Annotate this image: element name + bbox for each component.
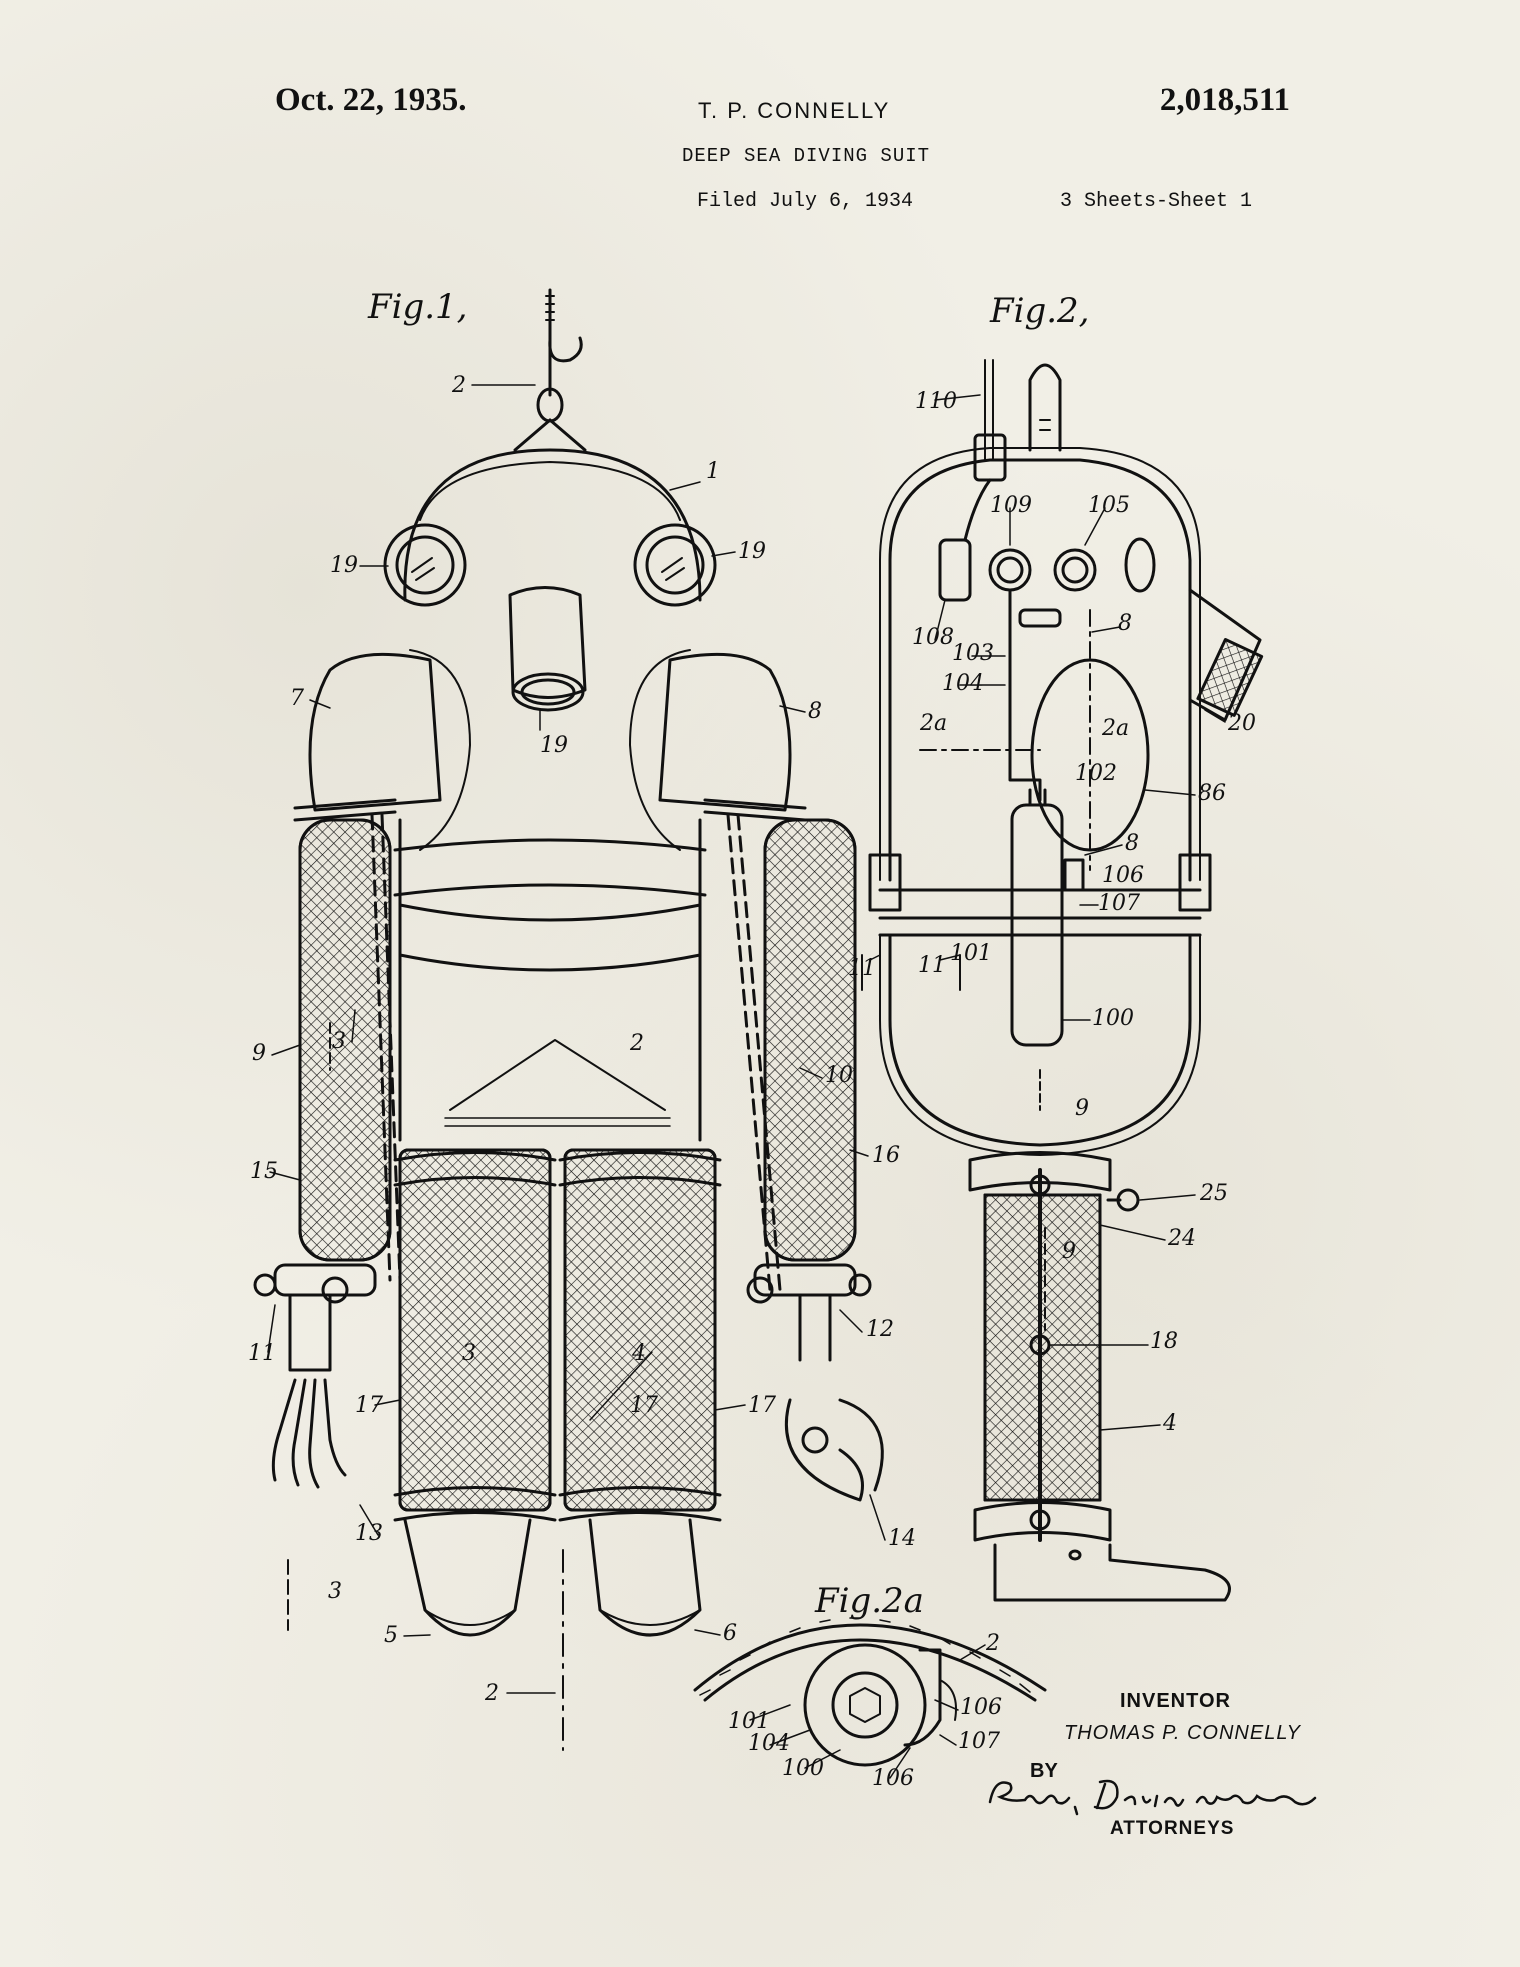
svg-text:6: 6 [723, 1621, 737, 1646]
svg-text:17: 17 [355, 1393, 383, 1418]
svg-text:2: 2 [451, 373, 466, 398]
svg-text:7: 7 [290, 686, 304, 711]
svg-text:17: 17 [748, 1393, 776, 1418]
patent-number: 2,018,511 [1159, 82, 1290, 118]
svg-text:104: 104 [942, 671, 984, 696]
svg-text:19: 19 [738, 539, 766, 564]
svg-text:5: 5 [384, 1623, 398, 1648]
right-leg [558, 1148, 722, 1637]
svg-text:3: 3 [332, 1029, 346, 1054]
svg-text:4: 4 [631, 1341, 646, 1366]
attorney-signature [988, 1779, 1317, 1816]
svg-text:2: 2 [484, 1681, 499, 1706]
svg-text:106: 106 [960, 1695, 1002, 1720]
svg-text:101: 101 [950, 941, 992, 966]
svg-text:19: 19 [540, 733, 568, 758]
svg-text:1: 1 [706, 459, 720, 484]
svg-text:106: 106 [872, 1766, 914, 1791]
by-label: BY [1030, 1760, 1058, 1782]
figure-2-drawing [861, 359, 1264, 1602]
figure-2-label: Fig.2, [989, 291, 1089, 331]
svg-text:108: 108 [912, 625, 954, 650]
svg-text:8: 8 [808, 699, 822, 724]
svg-text:107: 107 [958, 1729, 1000, 1754]
inventor-label: INVENTOR [1120, 1690, 1231, 1712]
inventor-name: THOMAS P. CONNELLY [1064, 1722, 1301, 1744]
figure-2a-label: Fig.2a [814, 1581, 924, 1621]
filed-date: Filed July 6, 1934 [697, 190, 914, 213]
svg-text:105: 105 [1088, 493, 1130, 518]
left-leg [393, 1148, 557, 1637]
fig2-numerals: 110 109 105 108 103 8 104 2a 2a 20 102 8… [848, 389, 1256, 1436]
patent-title: DEEP SEA DIVING SUIT [682, 145, 931, 167]
svg-text:103: 103 [952, 641, 994, 666]
porthole-left [383, 523, 467, 607]
svg-text:20: 20 [1227, 711, 1256, 736]
inventor-header: T. P. CONNELLY [698, 98, 891, 123]
svg-text:106: 106 [1102, 863, 1144, 888]
svg-text:17: 17 [630, 1393, 658, 1418]
svg-text:25: 25 [1199, 1181, 1228, 1206]
svg-text:3: 3 [462, 1341, 476, 1366]
svg-text:13: 13 [355, 1521, 383, 1546]
svg-text:12: 12 [866, 1317, 894, 1342]
fig1-numerals: 2 1 19 19 19 7 8 9 3 2 10 15 16 11 12 3 … [248, 373, 916, 1706]
svg-text:8: 8 [1118, 611, 1132, 636]
svg-text:24: 24 [1167, 1226, 1196, 1251]
svg-text:2: 2 [629, 1031, 644, 1056]
svg-text:9: 9 [252, 1041, 266, 1066]
svg-text:110: 110 [915, 389, 957, 414]
porthole-right [633, 523, 717, 607]
svg-text:86: 86 [1198, 781, 1226, 806]
figure-1-label: Fig.1, [367, 287, 467, 327]
svg-text:2a: 2a [1101, 716, 1129, 741]
svg-text:101: 101 [728, 1709, 770, 1734]
svg-text:18: 18 [1150, 1329, 1178, 1354]
svg-text:109: 109 [990, 493, 1032, 518]
figure-2a-drawing [693, 1617, 1047, 1767]
leader-lines [267, 384, 1226, 1779]
svg-text:8: 8 [1125, 831, 1139, 856]
svg-text:19: 19 [330, 553, 358, 578]
svg-text:104: 104 [748, 1731, 790, 1756]
svg-text:15: 15 [250, 1159, 278, 1184]
svg-text:9: 9 [1062, 1239, 1076, 1264]
svg-text:2: 2 [985, 1631, 1000, 1656]
fig2a-numerals: 2 101 104 106 107 100 106 [728, 1631, 1002, 1791]
svg-text:100: 100 [1092, 1006, 1134, 1031]
svg-text:107: 107 [1098, 891, 1140, 916]
svg-text:2a: 2a [919, 711, 947, 736]
svg-text:11: 11 [918, 953, 946, 978]
svg-text:11: 11 [248, 1341, 276, 1366]
svg-text:3: 3 [328, 1579, 342, 1604]
sheet-count: 3 Sheets-Sheet 1 [1060, 190, 1253, 213]
patent-date: Oct. 22, 1935. [275, 82, 467, 118]
attorneys-label: ATTORNEYS [1110, 1818, 1235, 1839]
svg-text:14: 14 [888, 1526, 916, 1551]
svg-text:4: 4 [1162, 1411, 1177, 1436]
svg-text:16: 16 [872, 1143, 900, 1168]
svg-text:100: 100 [782, 1756, 824, 1781]
svg-text:102: 102 [1075, 761, 1117, 786]
svg-text:10: 10 [825, 1063, 853, 1088]
figure-1-drawing [253, 288, 884, 1751]
svg-text:9: 9 [1075, 1096, 1089, 1121]
